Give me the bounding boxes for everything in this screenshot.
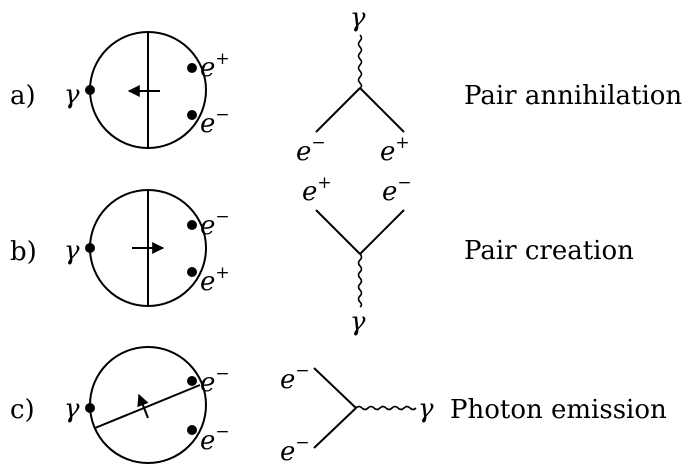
- row-a: a) γ e+ e− γ e− e+ Pair annihilation: [10, 3, 682, 167]
- row-c-letter: c): [10, 395, 35, 425]
- row-c-vertex-top-left-label: e−: [280, 361, 310, 395]
- row-c: c) γ e− e− e− e− γ Photon emission: [10, 346, 667, 465]
- row-b-right-top-label: e−: [200, 207, 230, 241]
- row-b: b) γ e− e+ e+ e− γ Pair creation: [10, 173, 634, 337]
- row-c-flow-arrow: [137, 393, 149, 419]
- row-b-feynman-vertex: e+ e− γ: [302, 173, 412, 337]
- row-b-description: Pair creation: [464, 236, 634, 266]
- row-c-right-top-label: e−: [200, 364, 230, 398]
- row-a-right-bottom-label: e−: [200, 105, 230, 139]
- row-c-vertex-photon-label: γ: [418, 394, 434, 424]
- row-a-letter: a): [10, 81, 36, 111]
- row-a-vertex-bottom-left-label: e−: [296, 133, 326, 167]
- row-c-circle-diagram: e− e−: [85, 346, 230, 464]
- row-a-description: Pair annihilation: [464, 81, 682, 111]
- row-b-vertex-top-left-label: e+: [302, 173, 332, 207]
- row-a-circle-diagram: e+ e−: [85, 31, 230, 149]
- row-c-feynman-vertex: e− e− γ: [280, 361, 434, 465]
- row-a-vertex-bottom-right-label: e+: [380, 133, 410, 167]
- row-b-photon-label: γ: [64, 236, 80, 266]
- row-b-right-bottom-label: e+: [200, 263, 230, 297]
- row-c-photon-label: γ: [64, 394, 80, 424]
- row-c-vertex-bottom-left-label: e−: [280, 433, 310, 465]
- row-c-photon-line: [355, 405, 417, 411]
- row-a-right-top-label: e+: [200, 49, 230, 83]
- row-a-feynman-vertex: γ e− e+: [296, 3, 410, 167]
- row-c-right-bottom-label: e−: [200, 422, 230, 456]
- row-b-circle-diagram: e− e+: [85, 189, 230, 307]
- row-b-letter: b): [10, 237, 37, 267]
- row-a-photon-label: γ: [64, 80, 80, 110]
- row-c-description: Photon emission: [450, 395, 667, 425]
- row-b-photon-line: [357, 253, 363, 308]
- row-b-vertex-photon-label: γ: [350, 307, 366, 337]
- row-a-photon-line: [357, 34, 363, 89]
- row-b-vertex-top-right-label: e−: [382, 173, 412, 207]
- row-a-vertex-photon-label: γ: [350, 3, 366, 33]
